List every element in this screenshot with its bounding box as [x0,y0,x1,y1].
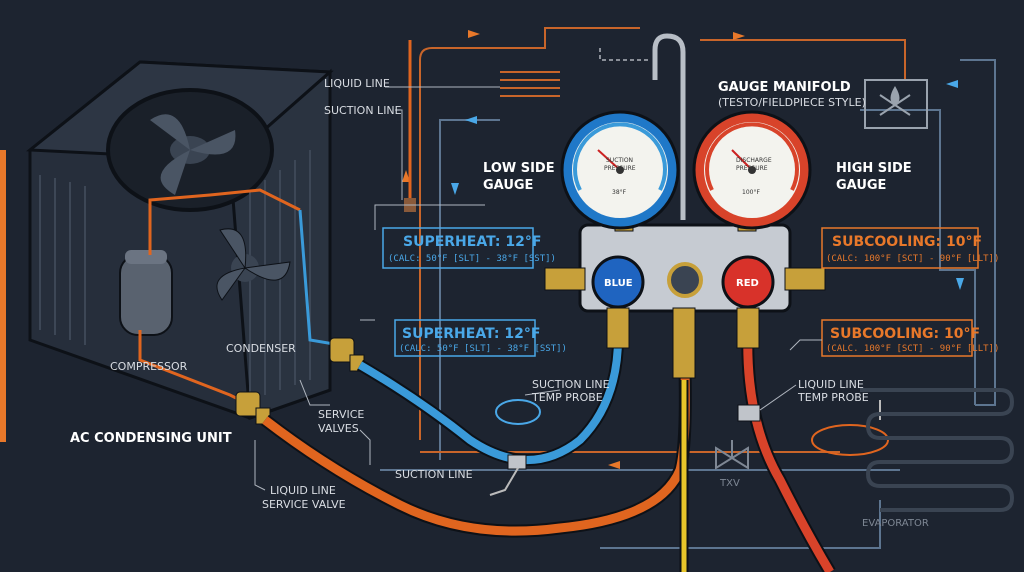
service-valve-liquid [235,391,271,425]
superheat-calc-1: (CALC: 50°F [SLT] - 38°F [SST]) [388,254,556,264]
accent-bar [0,150,6,442]
leader-lines [254,86,822,491]
high-gauge-label-2: PRESSURE [736,165,768,172]
blue-knob-label: BLUE [604,278,633,289]
superheat-box-1 [382,227,534,269]
label-suction-line-bottom: SUCTION LINE [395,468,473,481]
low-gauge-label-2: PRESSURE [604,165,636,172]
label-liquid-probe: LIQUID LINE [798,378,864,391]
superheat-calc-2: (CALC: 50°F [SLT] - 38°F [SST]) [399,344,567,354]
heat-exchanger-top [500,71,560,97]
high-gauge-reading: 100°F [742,189,760,196]
label-suction-line-top: SUCTION LINE [324,104,402,117]
subcooling-title-2: SUBCOOLING: 10°F [830,326,980,342]
service-valve-suction [329,337,365,372]
gauge-manifold-title: GAUGE MANIFOLD [718,80,851,95]
label-service: SERVICE [318,408,364,421]
blue-knob[interactable] [591,255,645,309]
label-service-valve: SERVICE VALVE [262,498,346,511]
subcooling-box-2 [821,319,973,357]
label-liquid-line-top: LIQUID LINE [324,77,390,90]
expansion-device-icon [864,79,928,129]
label-high-side-gauge: GAUGE [836,178,886,193]
condenser-fan [216,228,291,301]
label-liquid-temp-probe: TEMP PROBE [797,391,869,404]
compressor [119,250,173,336]
txv-valve [715,440,749,470]
label-compressor: COMPRESSOR [110,360,188,373]
label-high-side: HIGH SIDE [836,161,912,176]
label-liquid-line-valve: LIQUID LINE [270,484,336,497]
gauge-manifold-subtitle: (TESTO/FIELDPIECE STYLE) [718,96,866,109]
circuit-lines [380,27,996,549]
subcooling-box-1 [821,227,979,269]
high-side-gauge [692,110,812,230]
label-suction-temp-probe: TEMP PROBE [531,391,603,404]
low-side-gauge [560,110,680,230]
coil-grille [39,150,311,400]
label-low-side-gauge: GAUGE [483,178,533,193]
unit-title: AC CONDENSING UNIT [70,431,232,446]
superheat-title-2: SUPERHEAT: 12°F [402,326,540,342]
condensing-unit [25,60,341,421]
label-txv: TXV [719,478,740,489]
high-gauge-label-1: DISCHARGE [736,157,772,164]
label-condenser: CONDENSER [226,342,296,355]
superheat-box-2 [394,319,536,357]
low-gauge-label-1: SUCTION [606,157,633,164]
low-gauge-reading: 38°F [612,189,627,196]
red-knob[interactable] [721,255,775,309]
subcooling-calc-1: (CALC: 100°F [SCT] - 90°F [LLT]) [826,254,999,264]
sight-glass [667,262,703,298]
label-evaporator: EVAPORATOR [862,518,929,529]
evaporator-coil [860,388,1015,512]
red-knob-label: RED [736,278,759,289]
label-low-side: LOW SIDE [483,161,555,176]
label-valves: VALVES [318,422,359,435]
subcooling-title-1: SUBCOOLING: 10°F [832,234,982,250]
subcooling-calc-2: (CALC. 100°F [SCT] - 90°F [LLT]) [826,344,999,354]
label-suction-probe: SUCTION LINE [532,378,610,391]
superheat-title-1: SUPERHEAT: 12°F [403,234,541,250]
